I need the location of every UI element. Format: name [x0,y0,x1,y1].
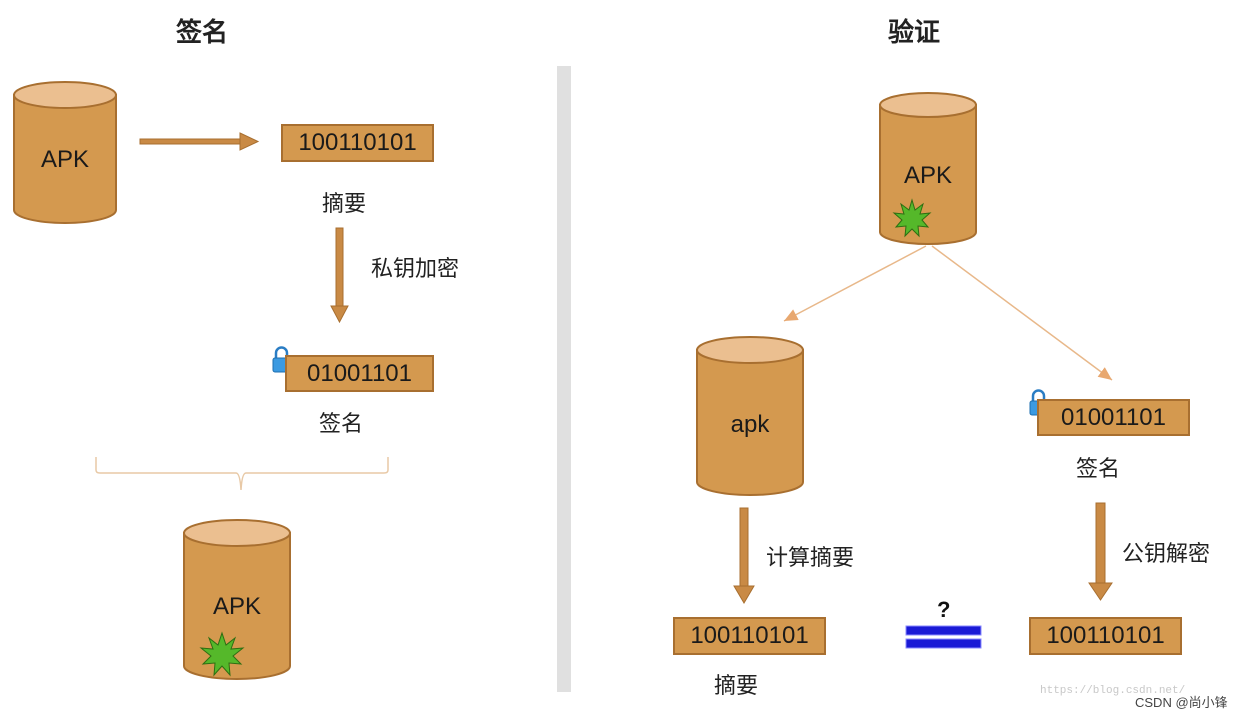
verify-signature-caption: 签名 [1076,457,1121,482]
compute-arrow [733,507,755,604]
apk-cylinder-left [13,81,117,224]
encrypt-step-label: 私钥加密 [371,257,460,282]
decrypt-step-label: 公钥解密 [1122,542,1211,567]
verify-title: 验证 [888,18,941,48]
digest-arrow [139,132,260,151]
split-arrow-left [783,245,927,322]
watermark: CSDN @尚小锋 [1135,695,1228,710]
signing-title: 签名 [176,18,229,48]
signature-caption: 签名 [319,412,364,437]
encrypt-arrow [330,227,349,324]
compute-step-label: 计算摘要 [766,546,855,571]
merge-brace [95,457,389,491]
apk-label: APK [40,146,90,173]
watermark-url: https://blog.csdn.net/ [1040,685,1186,697]
equals-icon [905,625,982,649]
virus-badge-icon [892,198,932,238]
apk-cylinder-lower [696,336,804,496]
signature-box: 01001101 [285,355,434,392]
verify-apk-label: APK [903,162,953,189]
lower-apk-label: apk [730,411,770,438]
section-divider [557,66,571,692]
virus-badge-icon [199,631,245,677]
computed-digest-box: 100110101 [673,617,826,655]
digest-caption: 摘要 [322,192,367,217]
verify-signature-box: 01001101 [1037,399,1190,436]
computed-digest-caption: 摘要 [714,674,759,699]
decrypted-digest-box: 100110101 [1029,617,1182,655]
split-arrow-right [931,245,1113,381]
signed-apk-label: APK [212,593,262,620]
digest-box: 100110101 [281,124,434,162]
decrypt-arrow [1088,502,1113,601]
compare-question-mark: ? [937,597,951,622]
